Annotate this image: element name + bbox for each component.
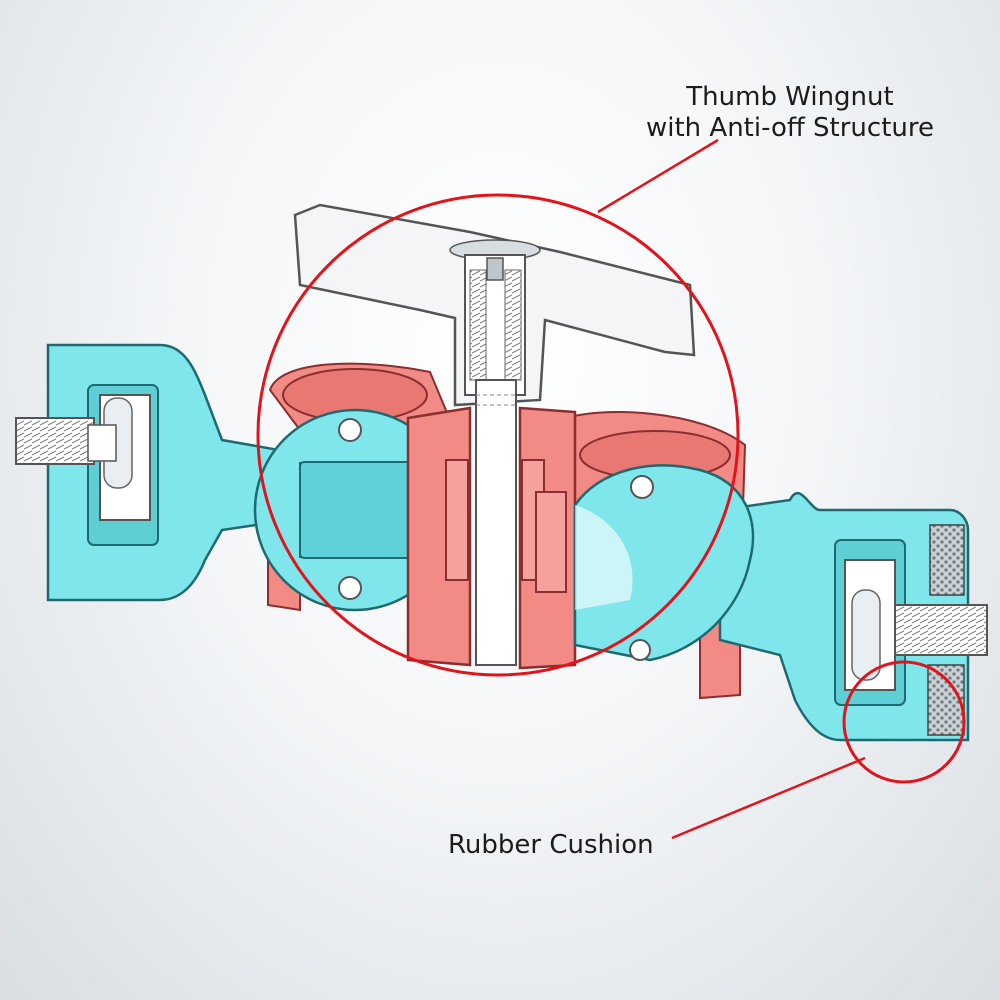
left-clamp-head [253, 408, 457, 612]
wingnut-callout-label: Thumb Wingnut with Anti-off Structure [640, 82, 940, 144]
rubber-pad-texture [929, 524, 965, 596]
thumb-wingnut [293, 203, 696, 666]
right-clamp-arm [718, 491, 988, 742]
wingnut-label-line1: Thumb Wingnut [686, 82, 894, 112]
rubber-callout-circle [842, 660, 966, 784]
wingnut-label-line2: with Anti-off Structure [645, 113, 934, 143]
rubber-callout-line [671, 756, 866, 840]
left-clamp-arm [15, 343, 292, 602]
callout-markers [256, 138, 966, 840]
wingnut-callout-line [597, 138, 719, 214]
center-block [406, 406, 577, 670]
rubber-cushion-label: Rubber Cushion [448, 830, 654, 860]
right-clamp-head [573, 464, 755, 662]
wingnut-callout-circle [256, 193, 740, 677]
